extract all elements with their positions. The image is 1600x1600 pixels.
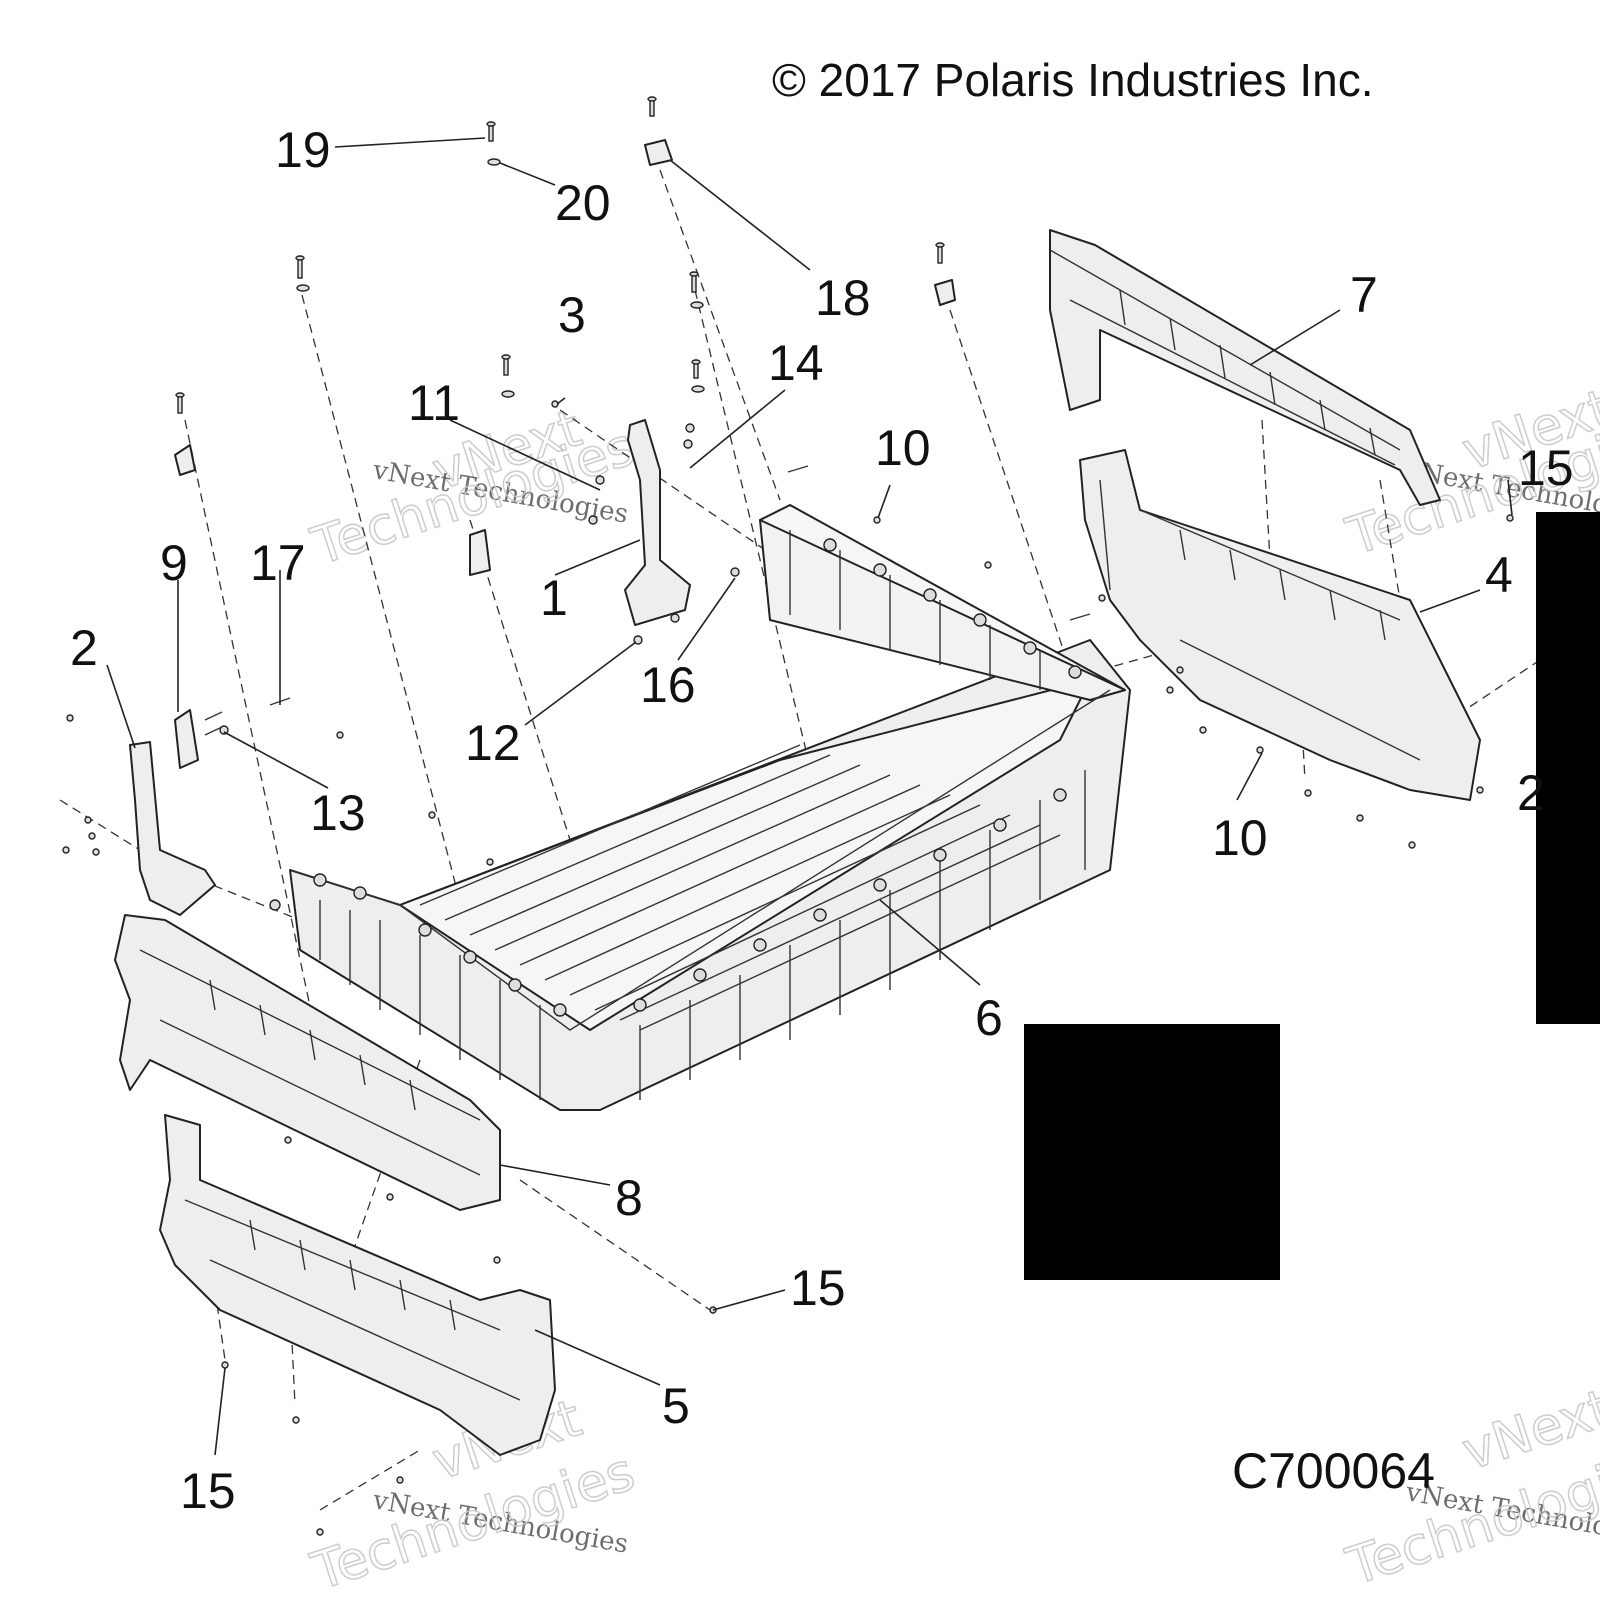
callout-2: 2 xyxy=(70,620,98,676)
bracket-part-2 xyxy=(129,741,216,916)
callout-11: 11 xyxy=(408,375,460,431)
callout-6: 6 xyxy=(975,990,1003,1046)
cargo-box-part-6 xyxy=(289,504,1131,1111)
callout-4: 4 xyxy=(1485,547,1513,603)
callout-15-right: 15 xyxy=(1518,440,1574,496)
leader-lines xyxy=(106,137,1513,1456)
diagram-code: C700064 xyxy=(1232,1443,1435,1499)
rear-lower-panel-part-4 xyxy=(1079,449,1481,801)
callout-14: 14 xyxy=(768,335,824,391)
callout-5: 5 xyxy=(662,1378,690,1434)
callouts: 1 2 2 3 4 5 6 7 8 9 10 10 11 12 13 14 15… xyxy=(70,122,1574,1519)
callout-9: 9 xyxy=(160,535,188,591)
front-lower-panel-part-5 xyxy=(159,1114,556,1456)
callout-3: 3 xyxy=(558,287,586,343)
callout-12: 12 xyxy=(465,715,521,771)
callout-8: 8 xyxy=(615,1170,643,1226)
callout-16: 16 xyxy=(640,657,696,713)
small-brackets xyxy=(174,139,956,769)
callout-13: 13 xyxy=(310,785,366,841)
assembly-lines xyxy=(59,169,1541,1511)
callout-17: 17 xyxy=(250,535,306,591)
rear-upper-panel-part-7 xyxy=(1049,229,1441,506)
callout-15-middle: 15 xyxy=(790,1260,846,1316)
bracket-part-1 xyxy=(624,419,691,626)
redaction-block xyxy=(1536,512,1600,1024)
callout-18: 18 xyxy=(815,270,871,326)
front-upper-panel-part-8 xyxy=(114,914,501,1211)
callout-10-top: 10 xyxy=(875,420,931,476)
callout-19: 19 xyxy=(275,122,331,178)
copyright-text: © 2017 Polaris Industries Inc. xyxy=(772,54,1374,106)
redaction-block xyxy=(1024,1024,1280,1280)
callout-2-partial: 2 xyxy=(1517,765,1545,821)
callout-7: 7 xyxy=(1350,267,1378,323)
callout-15-bottom: 15 xyxy=(180,1463,236,1519)
callout-20: 20 xyxy=(555,175,611,231)
callout-1: 1 xyxy=(540,570,568,626)
callout-10-bottom: 10 xyxy=(1212,810,1268,866)
